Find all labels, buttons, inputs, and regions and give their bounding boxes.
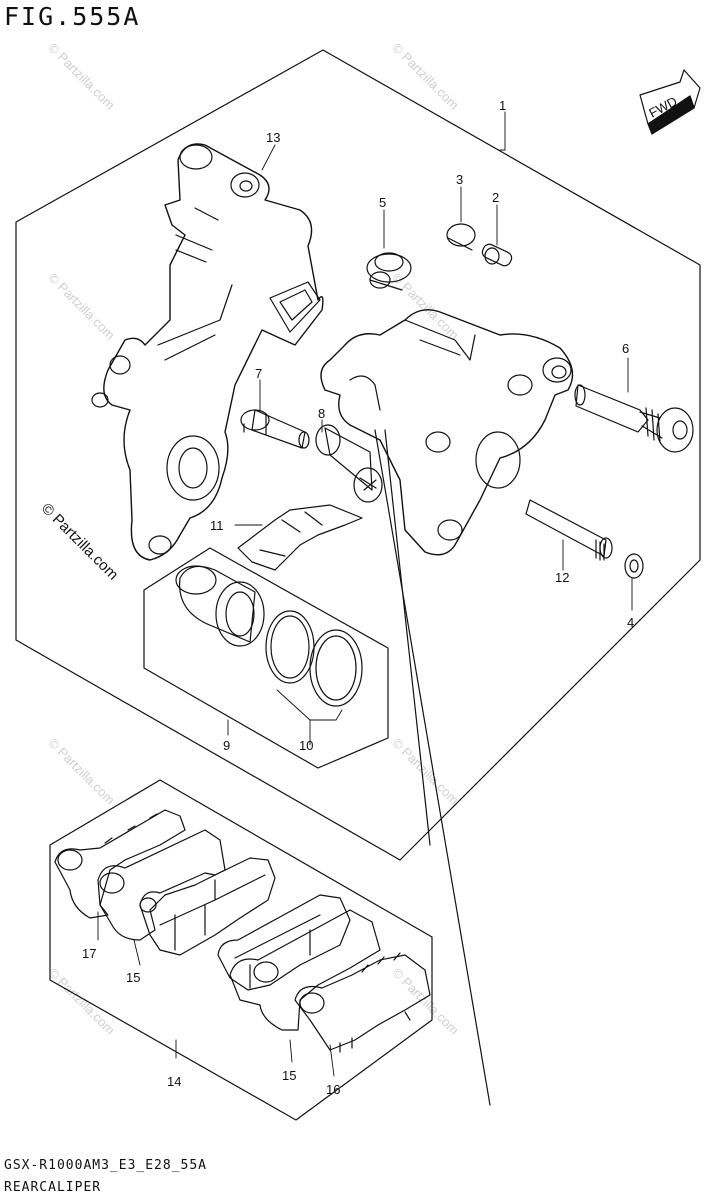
callout-12: 12 bbox=[555, 570, 569, 585]
callout-5: 5 bbox=[379, 195, 386, 210]
footer-diagram-code: GSX-R1000AM3_E3_E28_55A bbox=[4, 1158, 208, 1173]
pad-kit-frame bbox=[49, 779, 433, 1121]
brake-pad-left bbox=[139, 857, 276, 956]
assembly-frame bbox=[15, 49, 701, 861]
part-4-nut bbox=[624, 553, 644, 579]
part-15-shim-left bbox=[97, 829, 226, 941]
callout-10: 10 bbox=[299, 738, 313, 753]
callout-11: 11 bbox=[210, 518, 224, 533]
part-17-shim bbox=[54, 809, 186, 919]
part-3-cap bbox=[446, 223, 476, 251]
part-15-shim-right bbox=[229, 909, 381, 1031]
callout-6: 6 bbox=[622, 341, 629, 356]
callout-15a: 15 bbox=[126, 970, 140, 985]
callout-8: 8 bbox=[318, 406, 325, 421]
brake-pad-right bbox=[217, 894, 351, 991]
callout-3: 3 bbox=[456, 172, 463, 187]
callout-13: 13 bbox=[266, 130, 280, 145]
callout-15b: 15 bbox=[282, 1068, 296, 1083]
caliper-bracket bbox=[91, 143, 324, 561]
callout-14: 14 bbox=[167, 1074, 181, 1089]
callout-2: 2 bbox=[492, 190, 499, 205]
callout-7: 7 bbox=[255, 366, 262, 381]
callout-1: 1 bbox=[499, 98, 506, 113]
part-12-pin bbox=[525, 499, 613, 561]
part-11-spring bbox=[237, 504, 363, 571]
footer-diagram-name: REARCALIPER bbox=[4, 1180, 102, 1195]
callout-9: 9 bbox=[223, 738, 230, 753]
part-5-cap bbox=[366, 252, 412, 291]
caliper-body bbox=[320, 309, 574, 556]
figure-title: FIG.555A bbox=[4, 2, 141, 31]
part-10-seals bbox=[265, 610, 363, 707]
part-8-pin bbox=[315, 424, 383, 503]
callout-16: 16 bbox=[326, 1082, 340, 1097]
part-6-pin bbox=[574, 384, 694, 453]
part-2-bleeder bbox=[481, 243, 513, 267]
part-7-bolt bbox=[240, 409, 310, 449]
fwd-arrow-icon bbox=[639, 69, 701, 135]
callout-17: 17 bbox=[82, 946, 96, 961]
part-16-shim bbox=[294, 952, 431, 1053]
callout-4: 4 bbox=[627, 615, 634, 630]
part-9-piston bbox=[175, 565, 265, 647]
seal-kit-frame bbox=[143, 547, 389, 769]
